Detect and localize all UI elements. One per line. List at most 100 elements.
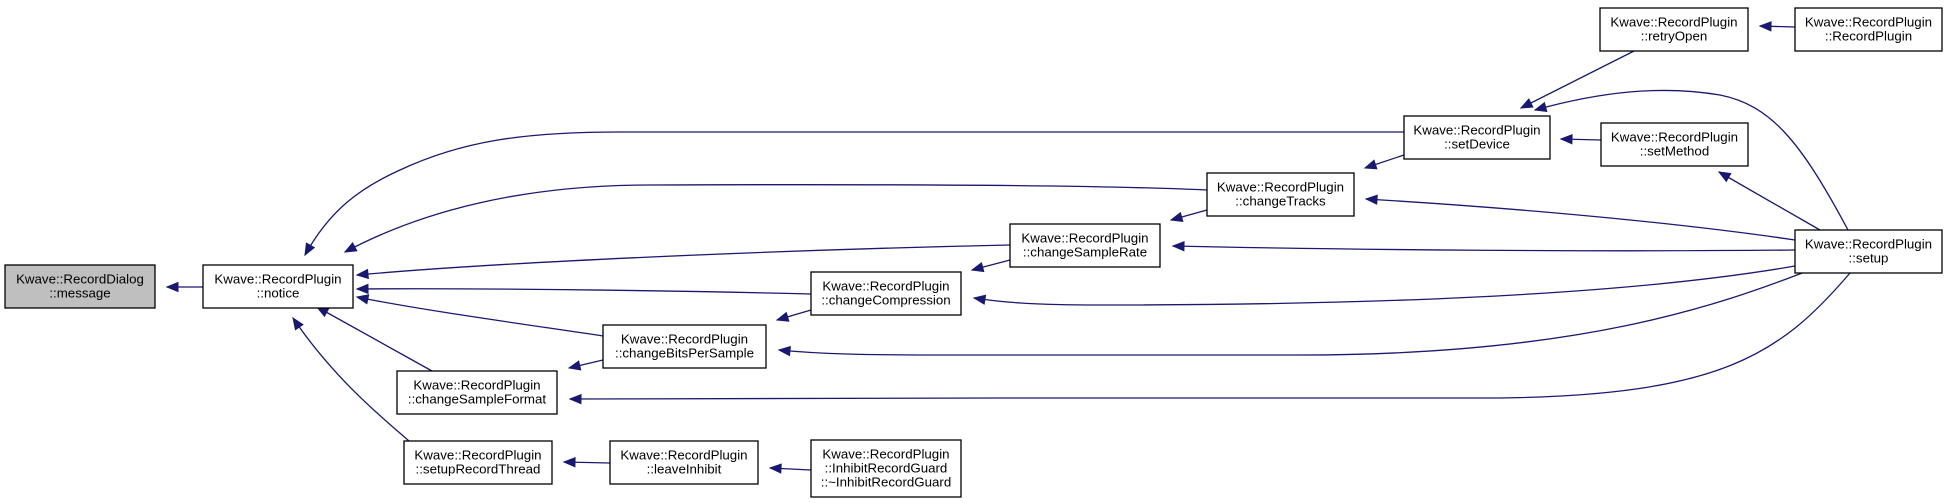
- node-box: [602, 324, 767, 369]
- node-box: [1794, 229, 1943, 274]
- edge-line: [344, 184, 1208, 253]
- node-ctor[interactable]: Kwave::RecordPlugin::RecordPlugin: [1794, 7, 1943, 52]
- node-box: [810, 271, 962, 316]
- node-changeSampleFormat[interactable]: Kwave::RecordPlugin::changeSampleFormat: [396, 370, 558, 415]
- edge-arrowhead: [355, 283, 369, 295]
- node-label-line: Kwave::RecordPlugin: [413, 378, 540, 393]
- node-box: [1206, 172, 1355, 217]
- edge-arrowhead: [355, 294, 370, 305]
- edge-arrowhead: [1758, 21, 1772, 32]
- edge-arrowhead: [1363, 159, 1378, 170]
- node-retryOpen[interactable]: Kwave::RecordPlugin::retryOpen: [1599, 7, 1749, 52]
- node-label-line: ::~InhibitRecordGuard: [821, 475, 951, 490]
- edge-arrowhead: [165, 281, 179, 293]
- edge-line: [1520, 49, 1637, 109]
- edge-changeSampleRate-to-changeCompression: [970, 259, 1011, 273]
- edge-arrowhead: [292, 316, 304, 331]
- edge-line: [973, 265, 1796, 306]
- node-box: [1403, 115, 1551, 160]
- edge-inhibitGuard-to-leaveInhibit: [768, 463, 812, 474]
- edge-arrowhead: [568, 393, 582, 405]
- edge-changeCompression-to-notice: [355, 283, 812, 295]
- node-label-line: Kwave::RecordPlugin: [1611, 130, 1738, 145]
- node-label-line: Kwave::RecordPlugin: [621, 332, 748, 347]
- node-label-line: Kwave::RecordPlugin: [822, 447, 949, 462]
- edge-line: [569, 272, 1851, 400]
- edge-arrowhead: [304, 242, 316, 257]
- node-label-line: Kwave::RecordDialog: [16, 272, 144, 287]
- node-label-line: Kwave::RecordPlugin: [620, 448, 747, 463]
- node-label-line: Kwave::RecordPlugin: [1021, 231, 1148, 246]
- node-notice[interactable]: Kwave::RecordPlugin::notice: [202, 264, 354, 309]
- node-setupRecordThread[interactable]: Kwave::RecordPlugin::setupRecordThread: [403, 440, 553, 485]
- node-label-line: ::notice: [257, 286, 300, 301]
- edge-changeBitsPerSample-to-changeSampleFormat: [567, 359, 604, 371]
- node-setMethod[interactable]: Kwave::RecordPlugin::setMethod: [1600, 122, 1749, 167]
- edge-arrowhead: [1519, 98, 1534, 109]
- node-box: [396, 370, 558, 415]
- edge-setDevice-to-changeTracks: [1363, 154, 1405, 170]
- edge-setup-to-changeCompression: [972, 265, 1796, 306]
- node-label-line: ::setupRecordThread: [416, 462, 541, 477]
- node-box: [403, 440, 553, 485]
- node-inhibitGuard[interactable]: Kwave::RecordPlugin::InhibitRecordGuard:…: [810, 439, 962, 498]
- node-label-line: ::leaveInhibit: [647, 462, 722, 477]
- edge-line: [316, 306, 433, 372]
- edge-arrowhead: [343, 241, 358, 253]
- edge-line: [1534, 89, 1849, 231]
- node-changeBitsPerSample[interactable]: Kwave::RecordPlugin::changeBitsPerSample: [602, 324, 767, 369]
- node-changeSampleRate[interactable]: Kwave::RecordPlugin::changeSampleRate: [1009, 223, 1161, 268]
- edge-line: [1172, 245, 1796, 252]
- edge-line: [356, 244, 1011, 276]
- edge-arrowhead: [777, 345, 791, 357]
- edge-arrowhead: [775, 311, 790, 322]
- node-label-line: ::changeBitsPerSample: [615, 346, 754, 361]
- node-changeCompression[interactable]: Kwave::RecordPlugin::changeCompression: [810, 271, 962, 316]
- edge-changeTracks-to-notice: [343, 184, 1208, 253]
- edge-setup-to-changeSampleRate: [1171, 241, 1796, 252]
- edge-arrowhead: [768, 463, 782, 474]
- edge-changeCompression-to-changeBitsPerSample: [775, 309, 812, 322]
- edge-setup-to-changeTracks: [1364, 194, 1796, 241]
- edge-setMethod-to-setDevice: [1559, 134, 1602, 145]
- edge-arrowhead: [1559, 134, 1573, 145]
- edge-arrowhead: [1533, 101, 1548, 112]
- edge-arrowhead: [972, 294, 987, 305]
- edge-line: [356, 296, 604, 337]
- edge-arrowhead: [355, 268, 369, 280]
- edge-changeTracks-to-changeSampleRate: [1169, 209, 1208, 222]
- edge-changeSampleRate-to-notice: [355, 244, 1011, 280]
- edge-setupRecordThread-to-notice: [292, 316, 410, 442]
- node-box: [1794, 7, 1943, 52]
- node-message[interactable]: Kwave::RecordDialog::message: [4, 264, 156, 309]
- node-leaveInhibit[interactable]: Kwave::RecordPlugin::leaveInhibit: [609, 440, 759, 485]
- edge-setup-to-changeBitsPerSample: [777, 269, 1811, 357]
- node-setDevice[interactable]: Kwave::RecordPlugin::setDevice: [1403, 115, 1551, 160]
- edge-changeSampleFormat-to-notice: [315, 306, 433, 372]
- node-changeTracks[interactable]: Kwave::RecordPlugin::changeTracks: [1206, 172, 1355, 217]
- node-setup[interactable]: Kwave::RecordPlugin::setup: [1794, 229, 1943, 274]
- node-box: [1599, 7, 1749, 52]
- node-label-line: Kwave::RecordPlugin: [1805, 15, 1932, 30]
- edge-line: [304, 131, 1404, 256]
- edge-arrowhead: [567, 360, 582, 371]
- node-box: [609, 440, 759, 485]
- node-label-line: ::setMethod: [1640, 144, 1709, 159]
- node-label-line: Kwave::RecordPlugin: [1610, 15, 1737, 30]
- node-box: [4, 264, 156, 309]
- edge-arrowhead: [1171, 241, 1185, 252]
- node-label-line: Kwave::RecordPlugin: [1413, 123, 1540, 138]
- edge-setup-to-setMethod: [1717, 171, 1821, 231]
- node-label-line: ::changeTracks: [1235, 194, 1326, 209]
- node-label-line: ::setDevice: [1444, 137, 1510, 152]
- node-label-line: Kwave::RecordPlugin: [414, 448, 541, 463]
- node-label-line: Kwave::RecordPlugin: [214, 272, 341, 287]
- node-box: [1009, 223, 1161, 268]
- node-label-line: ::changeCompression: [821, 293, 950, 308]
- node-label-line: ::RecordPlugin: [1825, 29, 1912, 44]
- edge-arrowhead: [1169, 211, 1184, 222]
- edge-arrowhead: [1364, 194, 1378, 205]
- edge-setup-to-changeSampleFormat: [568, 272, 1851, 405]
- node-box: [202, 264, 354, 309]
